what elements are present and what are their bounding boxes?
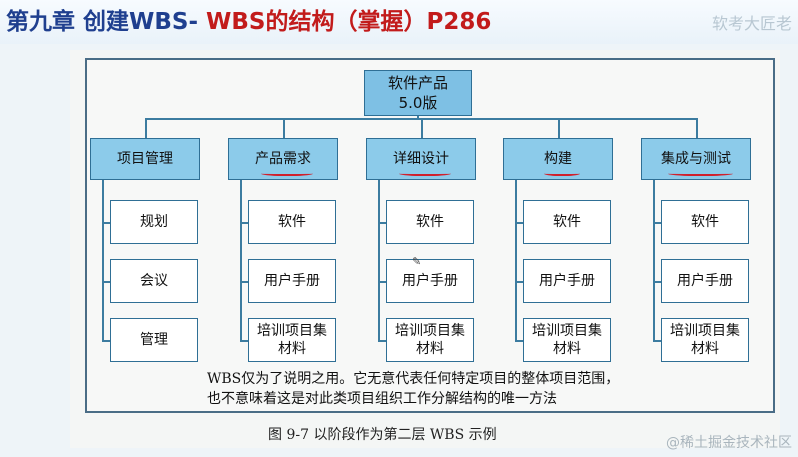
leaf-connector — [240, 222, 248, 224]
phase-node: 项目管理 — [90, 138, 200, 180]
work-package-node: 规划 — [110, 200, 198, 244]
root-connector — [417, 116, 419, 118]
work-package-node: 培训项目集材料 — [386, 318, 474, 362]
root-node: 软件产品 5.0版 — [364, 70, 472, 116]
slide-title: 第九章 创建WBS- WBS的结构（掌握）P286 — [6, 6, 491, 38]
work-package-label: 培训项目集材料 — [395, 323, 465, 357]
handwritten-underline — [399, 170, 451, 176]
leaf-connector — [102, 281, 110, 283]
phase-connector — [558, 118, 560, 138]
handwritten-underline — [261, 170, 313, 176]
root-line1: 软件产品 — [387, 74, 448, 92]
leaf-spine — [240, 180, 242, 340]
watermark: @稀土掘金技术社区 — [666, 435, 792, 451]
title-chapter: 第九章 创建WBS- — [6, 9, 207, 35]
leaf-connector — [653, 222, 661, 224]
phase-label: 详细设计 — [393, 151, 449, 167]
work-package-label: 规划 — [140, 214, 168, 230]
leaf-connector — [515, 340, 523, 342]
work-package-label: 用户手册 — [677, 273, 733, 289]
note-line2: 也不意味着这是对此类项目组织工作分解结构的唯一方法 — [207, 391, 557, 407]
work-package-node: 培训项目集材料 — [248, 318, 336, 362]
leaf-connector — [653, 281, 661, 283]
leaf-connector — [378, 222, 386, 224]
handwritten-underline — [544, 170, 580, 176]
phase-node: 详细设计 — [366, 138, 476, 180]
brand-label: 软考大匠老 — [711, 14, 792, 33]
work-package-node: 用户手册 — [523, 259, 611, 303]
leaf-connector — [515, 222, 523, 224]
phase-label: 项目管理 — [117, 151, 173, 167]
note-line1: WBS仅为了说明之用。它无意代表任何特定项目的整体项目范围， — [207, 371, 620, 387]
work-package-label: 培训项目集材料 — [670, 323, 740, 357]
work-package-label: 软件 — [416, 214, 444, 230]
work-package-node: 软件 — [386, 200, 474, 244]
work-package-label: 用户手册 — [264, 273, 320, 289]
work-package-label: 软件 — [553, 214, 581, 230]
work-package-node: 管理 — [110, 318, 198, 362]
work-package-node: 用户手册 — [248, 259, 336, 303]
leaf-spine — [653, 180, 655, 340]
leaf-connector — [653, 340, 661, 342]
work-package-label: 培训项目集材料 — [532, 323, 602, 357]
phase-label: 构建 — [544, 151, 572, 167]
work-package-label: 会议 — [140, 273, 168, 289]
work-package-node: 培训项目集材料 — [661, 318, 749, 362]
leaf-spine — [515, 180, 517, 340]
leaf-connector — [378, 340, 386, 342]
leaf-spine — [378, 180, 380, 340]
diagram-note: WBS仅为了说明之用。它无意代表任何特定项目的整体项目范围， 也不意味着这是对此… — [207, 369, 727, 409]
phase-label: 产品需求 — [255, 151, 311, 167]
work-package-node: 软件 — [248, 200, 336, 244]
work-package-node: 培训项目集材料 — [523, 318, 611, 362]
title-topic: WBS的结构（掌握）P286 — [206, 9, 492, 35]
work-package-label: 软件 — [278, 214, 306, 230]
leaf-connector — [515, 281, 523, 283]
phase-label: 集成与测试 — [661, 151, 731, 167]
work-package-node: 软件 — [523, 200, 611, 244]
pen-cursor-icon: ✎ — [412, 255, 422, 268]
leaf-connector — [102, 222, 110, 224]
leaf-connector — [240, 281, 248, 283]
leaf-connector — [102, 340, 110, 342]
figure-caption: 图 9-7 以阶段作为第二层 WBS 示例 — [268, 427, 497, 443]
work-package-label: 管理 — [140, 332, 168, 348]
leaf-spine — [102, 180, 104, 340]
work-package-node: 会议 — [110, 259, 198, 303]
work-package-node: 软件 — [661, 200, 749, 244]
root-line2: 5.0版 — [398, 94, 438, 112]
phase-connector — [421, 118, 423, 138]
phase-connector — [696, 118, 698, 138]
work-package-label: 用户手册 — [539, 273, 595, 289]
phase-node: 产品需求 — [228, 138, 338, 180]
work-package-label: 软件 — [691, 214, 719, 230]
header-bar: 第九章 创建WBS- WBS的结构（掌握）P286 软考大匠老 — [0, 0, 798, 44]
work-package-node: 用户手册 — [661, 259, 749, 303]
work-package-label: 用户手册 — [402, 273, 458, 289]
work-package-label: 培训项目集材料 — [257, 323, 327, 357]
leaf-connector — [240, 340, 248, 342]
handwritten-underline — [667, 170, 733, 176]
work-package-node: 用户手册 — [386, 259, 474, 303]
phase-connector — [283, 118, 285, 138]
leaf-connector — [378, 281, 386, 283]
phase-node: 集成与测试 — [641, 138, 751, 180]
phase-connector — [145, 118, 147, 138]
